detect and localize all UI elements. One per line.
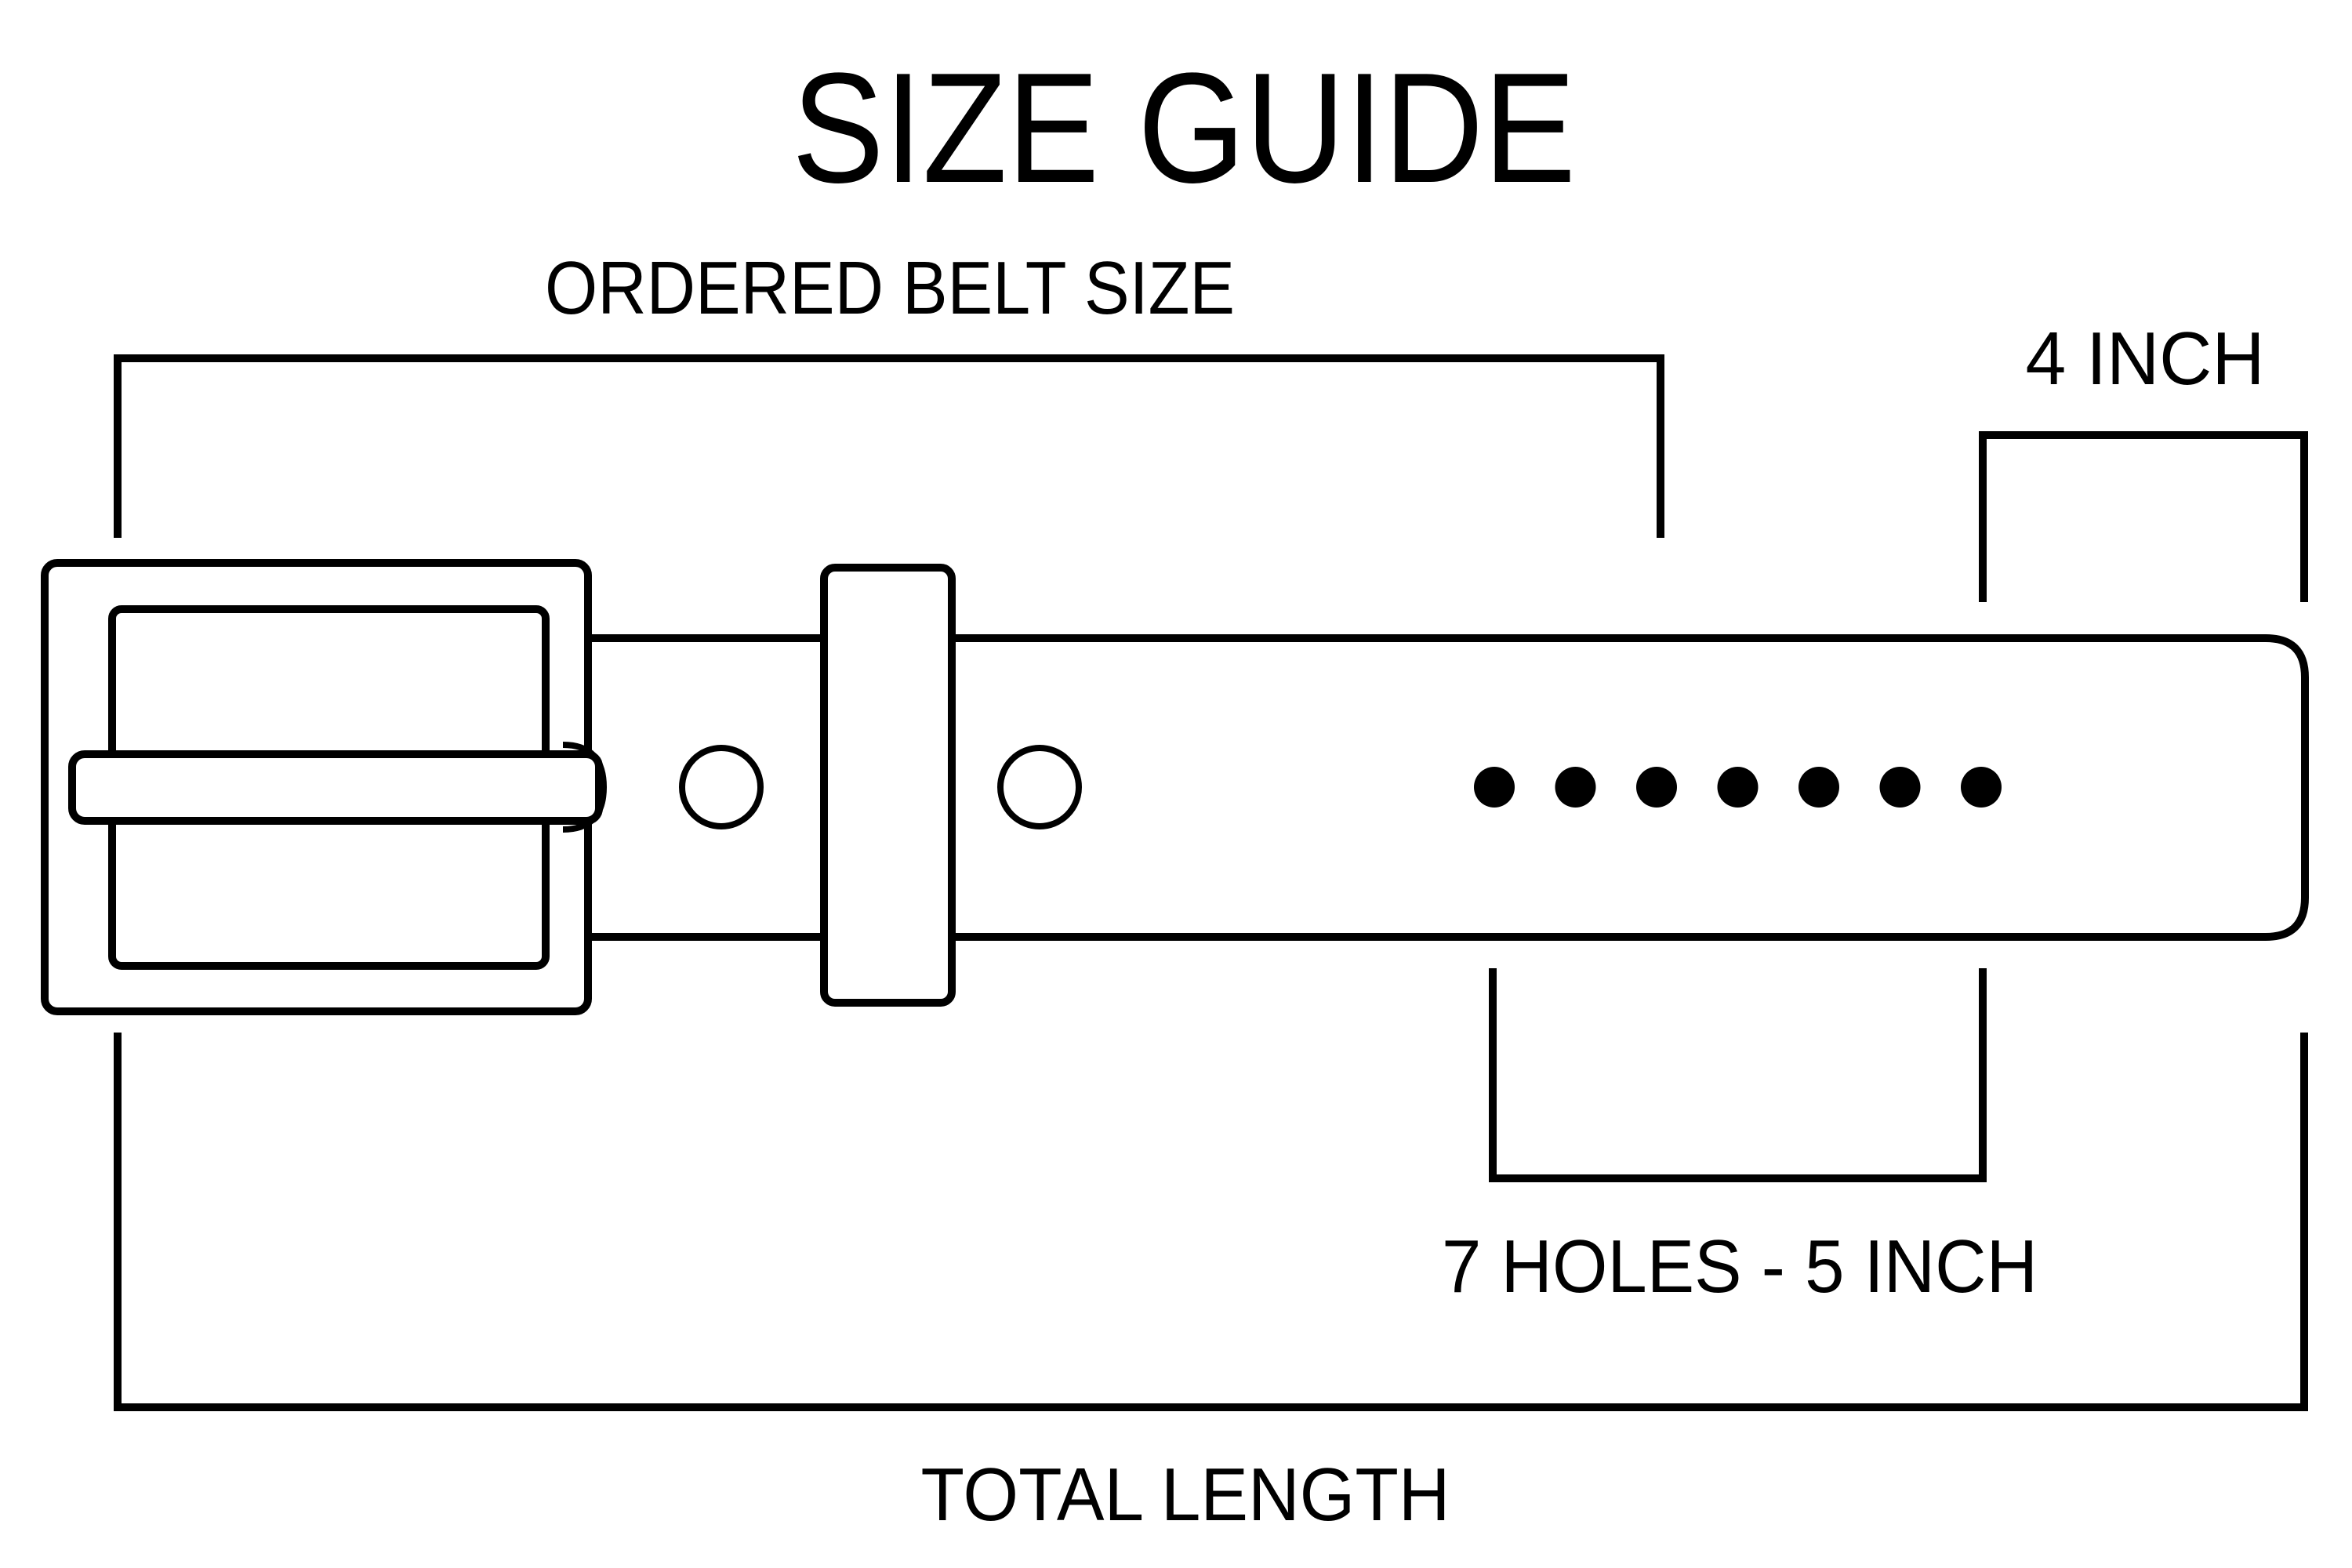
buckle-end-hole — [997, 745, 1082, 829]
holes-bracket — [1489, 968, 1987, 1182]
adjustment-hole — [1555, 767, 1596, 808]
belt-loop — [820, 564, 956, 1007]
adjustment-hole — [1798, 767, 1839, 808]
ordered-belt-size-bracket — [114, 354, 1664, 538]
adjustment-holes — [1474, 767, 2002, 808]
adjustment-hole — [1636, 767, 1677, 808]
adjustment-hole — [1474, 767, 1515, 808]
ordered-belt-size-label: ORDERED BELT SIZE — [545, 246, 1235, 330]
adjustment-hole — [1717, 767, 1759, 808]
buckle-prong-tip — [562, 742, 608, 833]
adjustment-hole — [1961, 767, 2002, 808]
belt-strap — [537, 634, 2309, 941]
buckle-end-hole — [679, 745, 764, 829]
tip-length-bracket — [1979, 431, 2308, 602]
total-length-label: TOTAL LENGTH — [921, 1453, 1450, 1537]
buckle-prong — [68, 750, 603, 825]
total-length-bracket — [114, 1033, 2308, 1411]
holes-label: 7 HOLES - 5 INCH — [1442, 1225, 2038, 1308]
adjustment-hole — [1879, 767, 1921, 808]
tip-length-label: 4 INCH — [2026, 317, 2265, 401]
size-guide-title: SIZE GUIDE — [792, 41, 1576, 216]
